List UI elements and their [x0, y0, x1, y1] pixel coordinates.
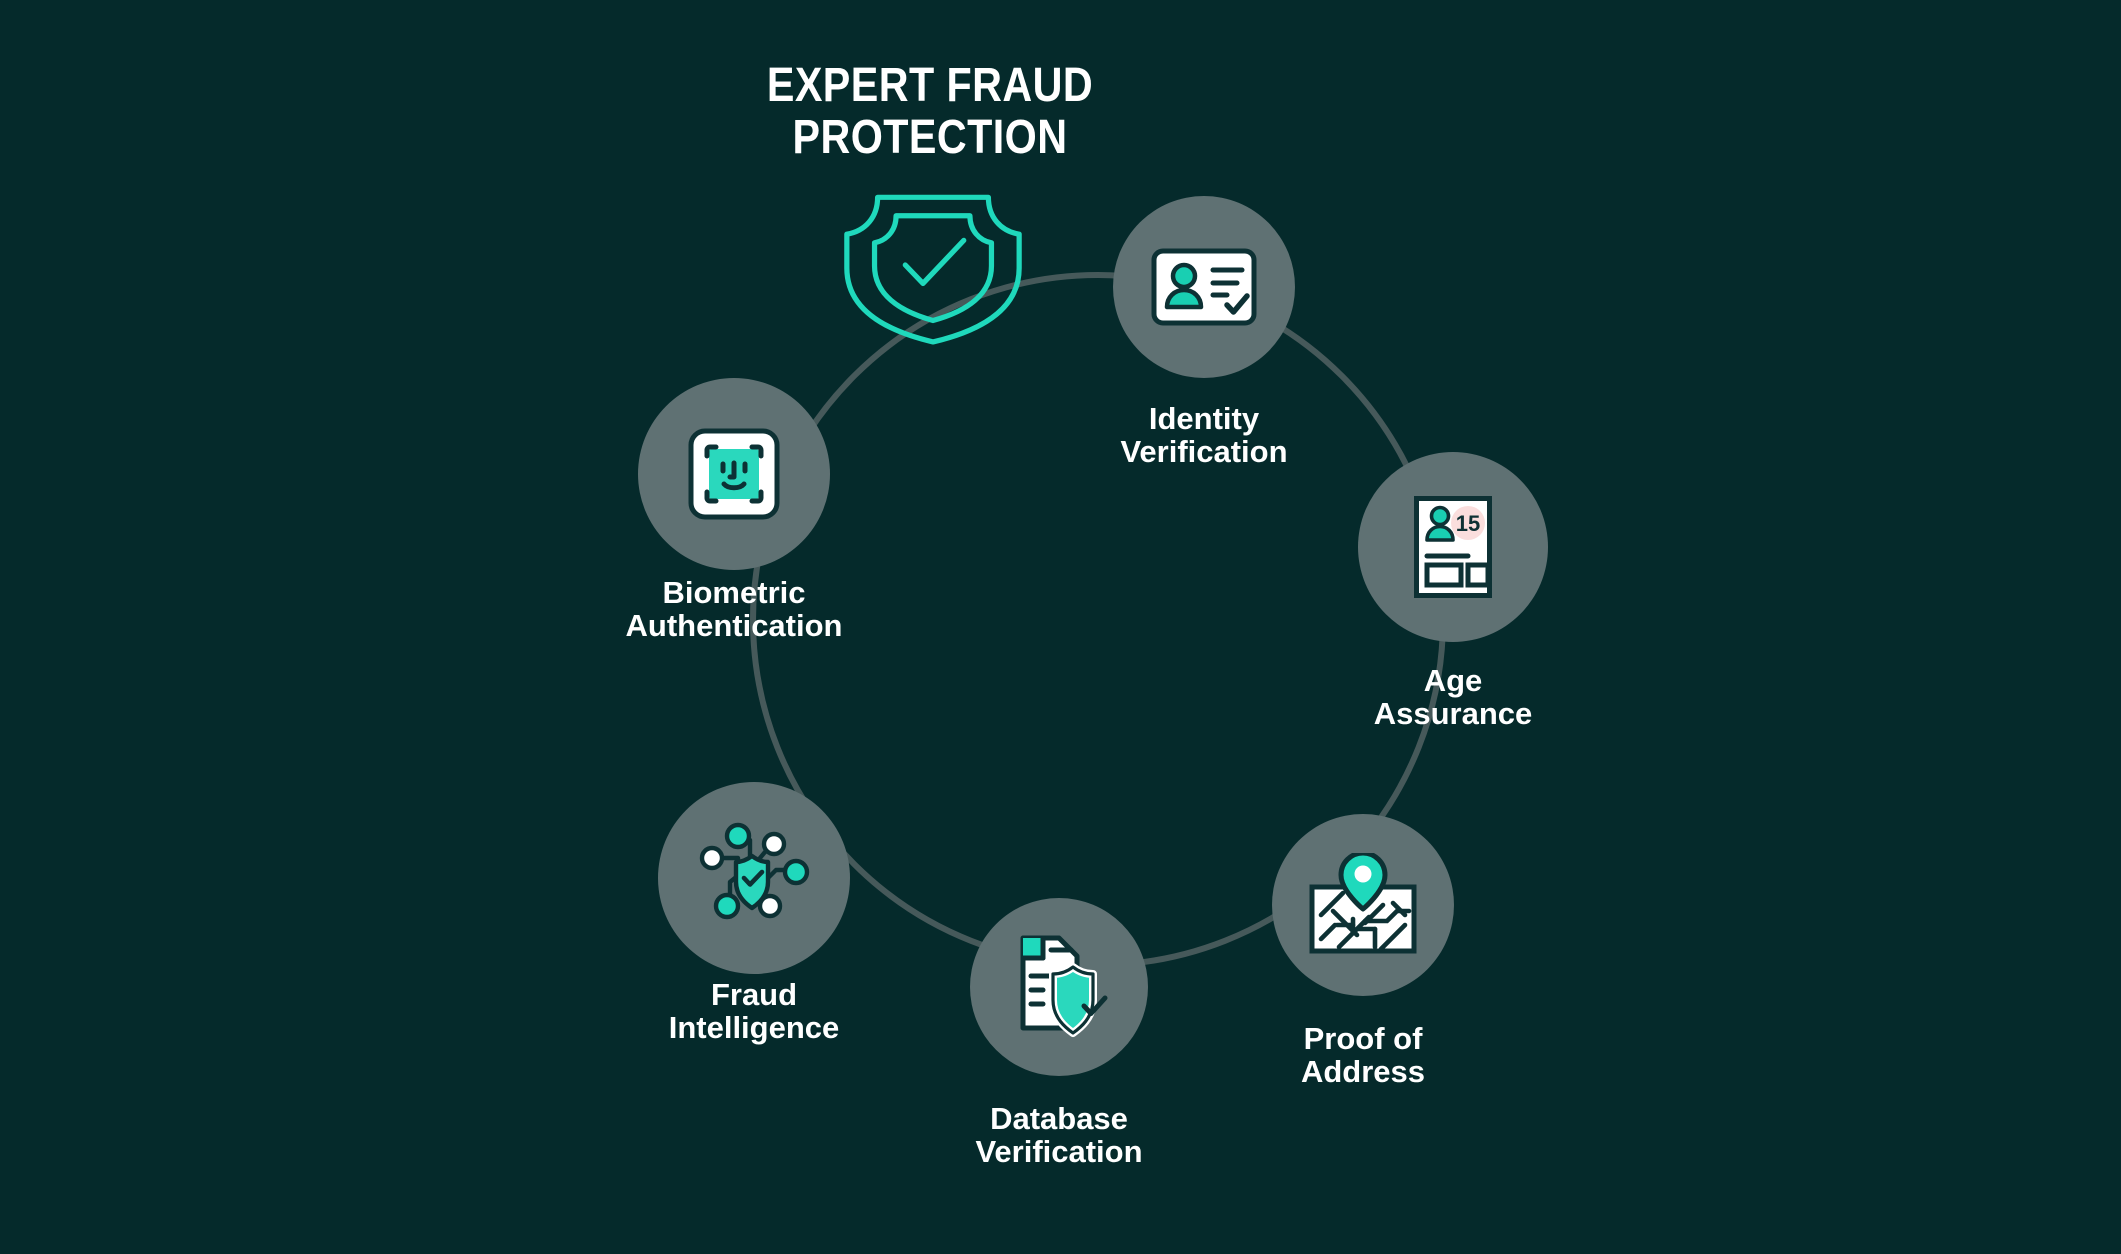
age-badge-text: 15 — [1456, 511, 1480, 536]
node-circle: 15 — [1358, 452, 1548, 642]
shield-check-icon — [838, 185, 1028, 345]
node-circle — [658, 782, 850, 974]
node-label: Age Assurance — [1298, 664, 1608, 731]
node-label: Biometric Authentication — [542, 576, 926, 643]
document-shield-icon — [1020, 935, 1108, 1037]
node-fraud-intelligence[interactable]: Fraud Intelligence — [658, 782, 850, 1045]
page-title-line2: PROTECTION — [792, 111, 1068, 164]
node-label-line1: Age — [1423, 663, 1483, 698]
node-label-line2: Authentication — [625, 608, 843, 644]
page-title-line1: EXPERT FRAUD — [766, 59, 1094, 112]
node-label-line1: Fraud — [710, 977, 798, 1012]
node-circle — [1272, 814, 1454, 996]
face-scan-icon — [688, 428, 780, 520]
node-biometric-authentication[interactable]: Biometric Authentication — [626, 378, 843, 643]
age-document-15-icon: 15 — [1414, 496, 1492, 598]
node-database-verification[interactable]: Database Verification — [970, 898, 1148, 1169]
node-label: Identity Verification — [1053, 402, 1355, 469]
map-pin-icon — [1309, 853, 1417, 954]
node-label-line2: Assurance — [1373, 696, 1533, 732]
node-label: Fraud Intelligence — [594, 978, 914, 1045]
node-circle — [638, 378, 830, 570]
node-label-line2: Verification — [975, 1134, 1143, 1170]
node-label-line1: Proof of — [1303, 1021, 1423, 1056]
node-identity-verification[interactable]: Identity Verification — [1113, 196, 1295, 469]
node-label-line2: Verification — [1120, 434, 1288, 470]
network-shield-icon — [699, 822, 810, 920]
node-label-line1: Database — [990, 1101, 1128, 1136]
node-age-assurance[interactable]: 15 Age Assurance — [1358, 452, 1548, 731]
node-proof-of-address[interactable]: Proof of Address — [1272, 814, 1454, 1089]
node-circle — [1113, 196, 1295, 378]
node-label-line1: Identity — [1148, 401, 1260, 436]
node-label: Proof of Address — [1212, 1022, 1514, 1089]
id-card-check-icon — [1151, 248, 1257, 326]
node-circle — [970, 898, 1148, 1076]
page-title: EXPERT FRAUD PROTECTION — [732, 62, 1128, 162]
node-label-line2: Address — [1300, 1054, 1426, 1090]
node-label-line2: Intelligence — [668, 1010, 840, 1046]
node-label: Database Verification — [906, 1102, 1212, 1169]
node-label-line1: Biometric — [662, 575, 806, 610]
